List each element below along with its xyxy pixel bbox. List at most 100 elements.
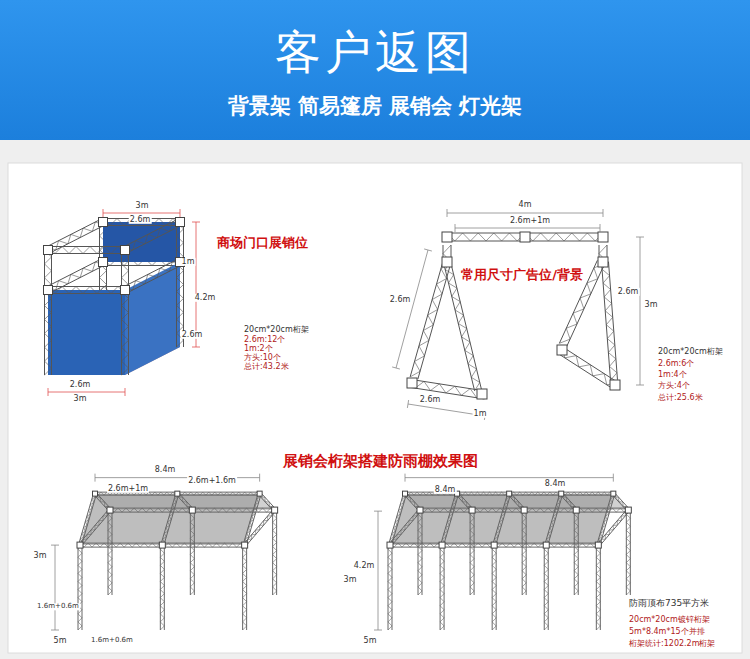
truss-joint [507,491,512,496]
truss-joint [573,507,579,513]
dimension-label: 8.4m [544,480,567,488]
truss-chord [273,510,277,595]
truss-web [177,222,184,347]
truss-chord [110,508,275,512]
dimension-line [405,477,613,478]
spec-note: 5m*8.4m*15个并排 [628,628,706,636]
truss-joint [595,542,601,548]
truss-web [493,493,510,544]
dimension-label: 2.6m [181,331,204,339]
dimension-line [455,228,600,229]
truss-chord [244,509,276,546]
truss-chord [596,545,600,630]
dimension-label: 1m [473,410,488,418]
truss-chord [161,493,179,545]
truss-chord [418,510,422,595]
dimension-tick [192,222,200,223]
truss-chord [46,219,104,253]
dimension-tick [125,388,126,396]
spec-note: 1m:2个 [243,345,274,353]
truss-chord [389,509,421,546]
dimension-label: 1.6m+0.6m [36,603,80,610]
truss-joint [598,232,608,242]
truss-chord [79,493,97,545]
truss-chord [492,545,496,630]
truss-web [441,493,458,544]
dimension-tick [405,474,406,482]
truss-web [79,511,111,544]
truss-chord [108,510,112,595]
dimension-tick [392,367,400,369]
truss-web [389,511,421,544]
truss-joint [189,507,195,513]
dimension-label: 8.4m [434,486,457,494]
truss-chord [447,233,603,241]
truss-web [447,233,603,241]
truss-web [190,510,194,595]
truss-web [602,262,617,381]
truss-joint [610,380,620,390]
truss-joint [99,258,108,267]
dimension-label: 2.6m+1m [107,485,149,493]
truss-joint [176,218,185,227]
truss-chord [440,545,444,630]
spec-note: 2.6m:12个 [243,336,286,344]
truss-web [440,545,444,630]
truss-chord [410,261,451,379]
truss-chord [78,545,82,630]
dimension-label: 2.6m [617,288,640,296]
panel [103,222,180,262]
truss-joint [598,257,608,267]
truss-web [160,545,164,630]
truss-web [420,508,628,512]
truss-chord [544,545,548,630]
spec-note: 桁架统计:1202.2m桁架 [628,640,716,648]
dimension-tick [103,209,104,217]
dimension-tick [374,511,382,512]
dimension-label: 2.6m+1.6m [187,477,237,485]
truss-joint [257,491,262,496]
dimension-label: 5m [363,637,378,645]
dimension-line [378,511,379,630]
truss-web [123,222,181,250]
truss-chord [390,543,598,547]
dimension-label: 1.6m+0.6m [90,637,134,644]
drawing-panel [8,163,742,653]
dimension-label: 4.2m [353,562,376,570]
truss-web [110,508,275,512]
dimension-tick [374,630,382,631]
truss-joint [543,542,549,548]
truss-chord [626,510,630,595]
truss-joint [407,378,417,388]
truss-chord [388,545,392,630]
dimension-label: 3m [33,552,48,560]
page-ground [0,140,750,659]
truss-joint [403,491,408,496]
truss-web [574,510,578,595]
truss-joint [417,507,423,513]
spec-note: 2.6m:6个 [657,360,695,368]
dimension-tick [407,400,408,408]
truss-joint [387,542,393,548]
dimension-label: 8.4m [154,466,177,474]
truss-chord [243,545,247,630]
dimension-tick [613,474,614,482]
spec-note: 方头:10个 [243,354,282,362]
dimension-label: 3m [343,576,358,584]
dimension-label: 2.6m [69,381,92,389]
truss-web [544,545,548,630]
dimension-tick [95,474,96,482]
page-title: 客户返图 [274,28,476,76]
truss-web [80,543,245,547]
truss-web [470,510,474,595]
truss-web [492,545,496,630]
spec-note: 总计:25.6米 [657,394,704,402]
truss-chord [420,508,628,512]
dimension-label: 3m [644,301,659,309]
truss-joint [107,507,113,513]
banner-subtitle: 背景架 简易篷房 展销会 灯光架 [227,95,524,117]
dimension-tick [51,545,59,546]
dimension-tick [455,224,456,232]
dimension-line [103,213,180,214]
truss-joint [559,491,564,496]
